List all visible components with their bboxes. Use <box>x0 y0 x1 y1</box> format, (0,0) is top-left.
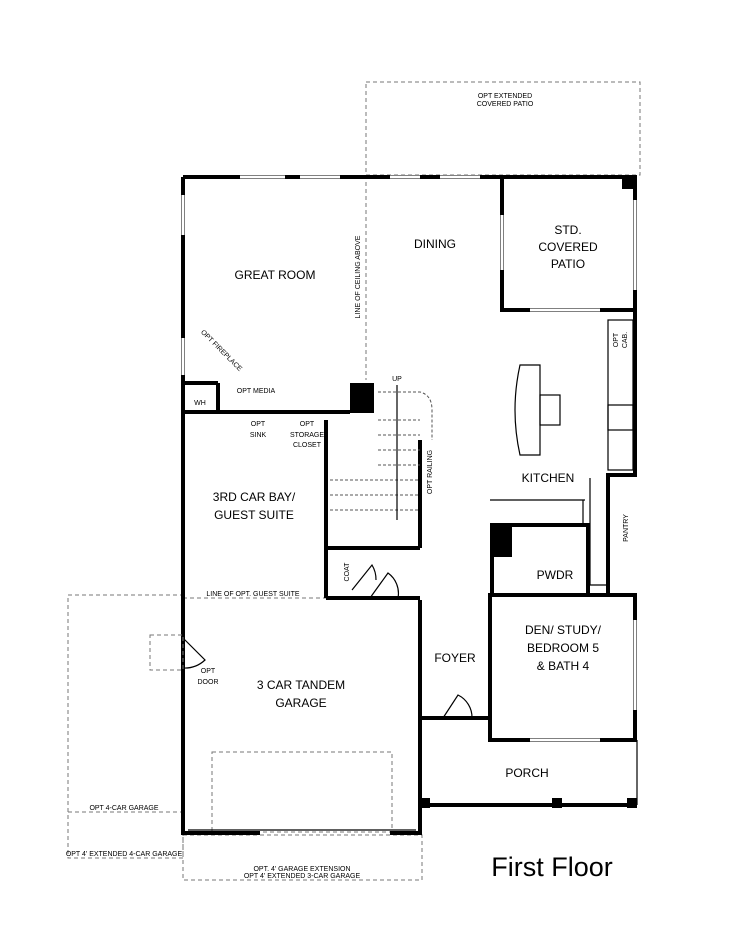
kitchen-sink <box>539 394 561 426</box>
patio-label-2: COVERED <box>538 240 598 254</box>
opt-4car-label: OPT 4-CAR GARAGE <box>89 805 158 812</box>
powder-room-walls <box>490 523 590 597</box>
den-label-2: BEDROOM 5 <box>527 641 599 655</box>
floor-title: First Floor <box>491 852 613 882</box>
opt-ext-3car-label: OPT 4' EXTENDED 3-CAR GARAGE <box>244 873 361 880</box>
wh-label: WH <box>194 400 206 407</box>
opt-sink-1: OPT <box>251 421 266 428</box>
opt-railing-label: OPT RAILING <box>427 450 434 494</box>
kitchen-label: KITCHEN <box>522 471 575 485</box>
pwdr-label: PWDR <box>537 568 574 582</box>
kitchen-island <box>514 364 541 456</box>
guest-suite-label-1: 3RD CAR BAY/ <box>213 490 296 504</box>
garage-label-1: 3 CAR TANDEM <box>257 678 345 692</box>
up-label: UP <box>392 376 402 383</box>
opt-ext-4car-label: OPT 4' EXTENDED 4-CAR GARAGE <box>66 851 183 858</box>
pantry-label: PANTRY <box>623 514 630 542</box>
den-label-1: DEN/ STUDY/ <box>525 623 602 637</box>
coat-door[interactable] <box>351 563 377 591</box>
opt-media-label: OPT MEDIA <box>237 388 276 395</box>
coat-label: COAT <box>344 562 351 582</box>
walls <box>181 175 638 835</box>
opt-extended-patio-1: OPT EXTENDED <box>478 93 532 100</box>
garage-label-2: GARAGE <box>275 696 326 710</box>
opt-door-2: DOOR <box>198 679 219 686</box>
opt-storage-2: STORAGE <box>290 432 324 439</box>
opt-cab-1: OPT <box>613 332 620 347</box>
cooktop <box>607 404 634 431</box>
opt-garage-ext-label: OPT. 4' GARAGE EXTENSION <box>253 866 350 873</box>
opt-door[interactable] <box>182 637 206 669</box>
opt-cab-2: CAB. <box>622 332 629 348</box>
patio-label-3: PATIO <box>551 257 585 271</box>
guest-suite-line-label: LINE OF OPT. GUEST SUITE <box>206 591 300 598</box>
guest-suite-label-2: GUEST SUITE <box>214 508 294 522</box>
patio-label-1: STD. <box>554 223 581 237</box>
opt-storage-1: OPT <box>300 421 315 428</box>
kitchen-counter <box>607 319 634 471</box>
opt-door-1: OPT <box>201 668 216 675</box>
opt-sink-2: SINK <box>250 432 267 439</box>
den-label-3: & BATH 4 <box>537 659 590 673</box>
ceiling-line-label: LINE OF CEILING ABOVE <box>355 235 362 318</box>
staircase <box>330 391 433 511</box>
opt-door-outline <box>149 634 184 671</box>
garage-entry-door[interactable] <box>369 572 400 599</box>
foyer-label: FOYER <box>434 651 476 665</box>
opt-storage-3: CLOSET <box>293 442 322 449</box>
opt-4car-garage-outline <box>67 594 184 859</box>
opt-fireplace-label: OPT FIREPLACE <box>199 329 243 373</box>
porch-label: PORCH <box>505 766 548 780</box>
opt-extended-patio-2: COVERED PATIO <box>477 101 534 108</box>
garage-door-outline <box>211 751 393 833</box>
opt-garage-extension-outline <box>182 834 423 881</box>
great-room-label: GREAT ROOM <box>235 268 316 282</box>
foyer-door[interactable] <box>442 694 473 719</box>
dining-label: DINING <box>414 237 456 251</box>
